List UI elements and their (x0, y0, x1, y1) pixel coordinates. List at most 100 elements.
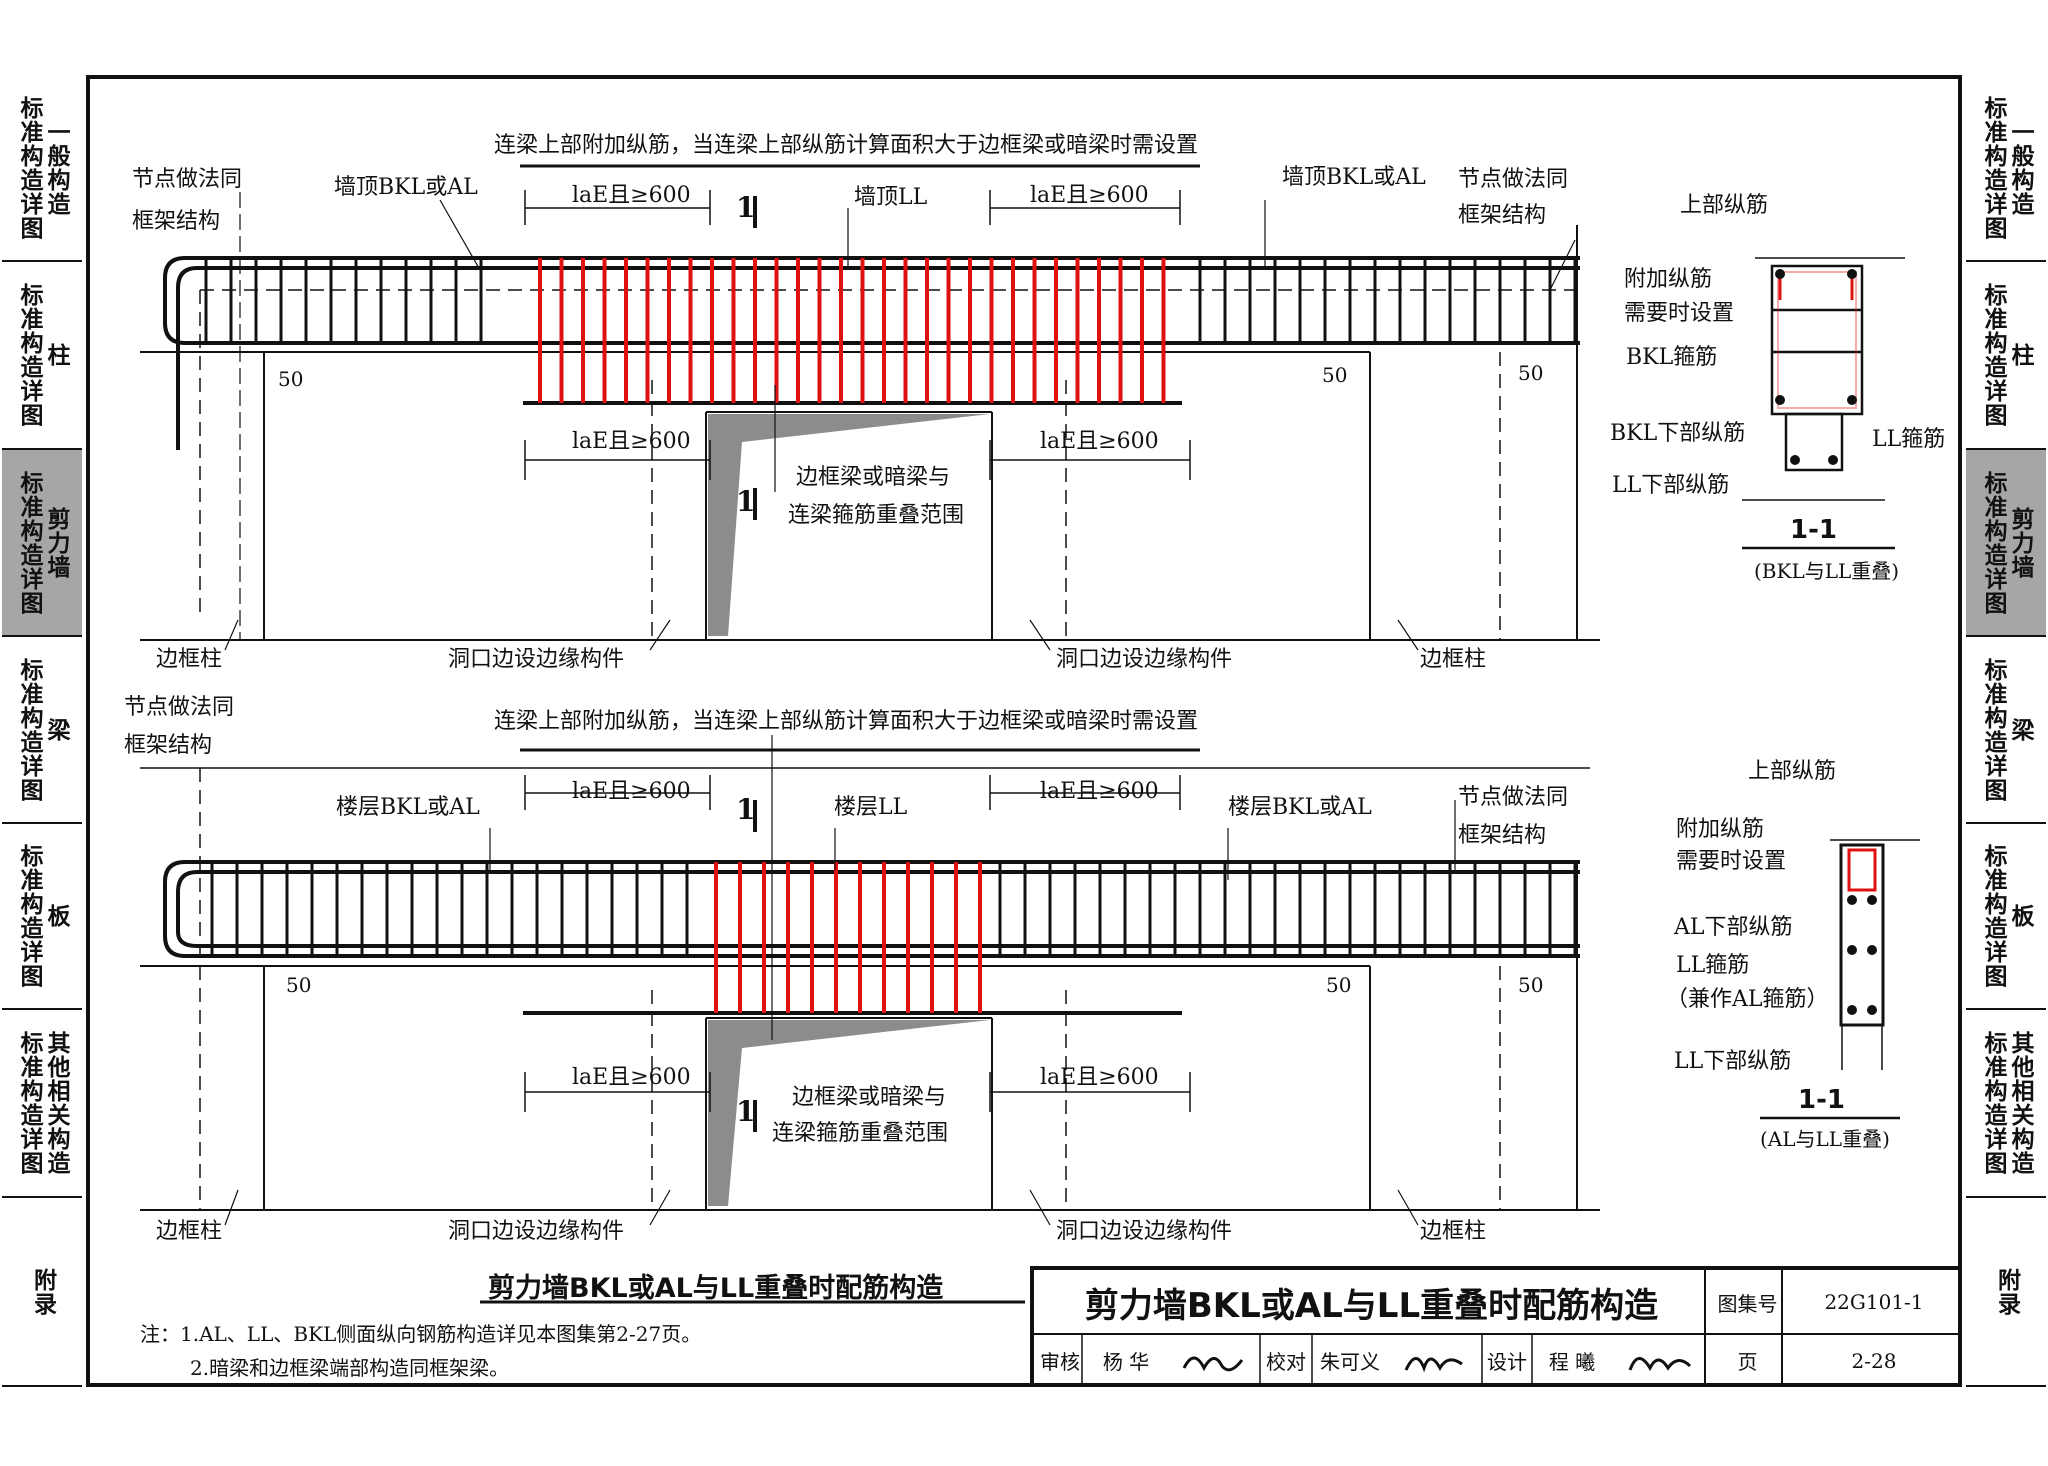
bot-overlap-1: 边框梁或暗梁与 (792, 1085, 947, 1110)
sec-bot-title: 1-1 (1798, 1085, 1845, 1115)
bot-beam-center: 楼层LL (834, 795, 908, 820)
top-beam-left: 墙顶BKL或AL (334, 175, 478, 200)
title-block-grid (1081, 1334, 1692, 1387)
title-block-title: 剪力墙BKL或AL与LL重叠时配筋构造 (1084, 1285, 1659, 1326)
top-dim-50-mid: 50 (1322, 363, 1348, 387)
top-opening-left: 洞口边设边缘构件 (448, 647, 625, 672)
bot-col-right: 边框柱 (1420, 1219, 1487, 1244)
top-node-left-2: 框架结构 (132, 209, 221, 234)
sidebar-tab-title: 梁 (43, 717, 69, 742)
sec-top-title: 1-1 (1790, 515, 1837, 545)
sec-bot-top-bars: 上部纵筋 (1748, 759, 1837, 784)
top-node-right-1: 节点做法同 (1458, 167, 1569, 192)
bot-opening-right: 洞口边设边缘构件 (1056, 1219, 1233, 1244)
bot-node-right-2: 框架结构 (1458, 823, 1547, 848)
sidebar-tab-left-3[interactable]: 标准构造详图梁 (2, 637, 82, 824)
sidebar-tab-title: 附录 (29, 1267, 56, 1316)
design-name: 程 曦 (1548, 1350, 1596, 1374)
review-label: 审核 (1040, 1350, 1080, 1374)
top-beam-center: 墙顶LL (854, 185, 928, 210)
sidebar-tab-left-5[interactable]: 标准构造详图其他相关构造 (2, 1010, 82, 1198)
top-col-left: 边框柱 (156, 647, 223, 672)
sidebar-tab-left-4[interactable]: 标准构造详图板 (2, 824, 82, 1010)
section-1-1-bottom (1760, 839, 1920, 1120)
top-node-right-2: 框架结构 (1458, 203, 1547, 228)
sec-top-ll-bottom: LL下部纵筋 (1612, 473, 1730, 498)
sec-top-subtitle: (BKL与LL重叠) (1754, 559, 1900, 583)
sidebar-tab-title: 其他相关构造 (2007, 1031, 2033, 1175)
sidebar-tab-prefix: 标准构造详图 (1980, 470, 2006, 615)
design-signature-icon (1628, 1357, 1692, 1372)
check-name: 朱可义 (1320, 1350, 1380, 1374)
sidebar-tab-left-1[interactable]: 标准构造详图柱 (2, 262, 82, 450)
bot-opening-left: 洞口边设边缘构件 (448, 1219, 625, 1244)
sec-bot-ll-bottom: LL下部纵筋 (1674, 1049, 1792, 1074)
bot-dim-50-right: 50 (1518, 973, 1544, 997)
sidebar-tab-title: 剪力墙 (43, 506, 69, 579)
sidebar-tab-prefix: 标准构造详图 (16, 95, 42, 240)
top-anchor-dim-4: laE且≥600 (1040, 429, 1159, 454)
sidebar-tab-prefix: 标准构造详图 (1980, 844, 2006, 988)
sidebar-tab-right-1[interactable]: 标准构造详图柱 (1966, 262, 2046, 450)
sidebar-tab-left-6[interactable]: 附录 (2, 1198, 82, 1387)
sidebar-tab-left-0[interactable]: 标准构造详图一般构造 (2, 75, 82, 262)
review-name: 杨 华 (1102, 1350, 1150, 1374)
bot-section-mark-1: 1 (736, 793, 756, 826)
bot-node-right-1: 节点做法同 (1458, 785, 1569, 810)
sidebar-tab-prefix: 标准构造详图 (1980, 283, 2006, 427)
sidebar-tab-title: 其他相关构造 (43, 1031, 69, 1175)
ll-stirrups-highlight (538, 258, 1166, 403)
sec-bot-ll-stirrup-note: （兼作AL箍筋） (1666, 987, 1829, 1012)
sidebar-tab-right-3[interactable]: 标准构造详图梁 (1966, 637, 2046, 824)
sidebar-tab-title: 板 (2007, 904, 2033, 928)
atlas-no: 22G101-1 (1824, 1290, 1924, 1314)
sidebar-tab-title: 柱 (2007, 343, 2033, 367)
sidebar-tab-title: 梁 (2007, 717, 2033, 742)
sidebar-tab-prefix: 标准构造详图 (16, 283, 42, 427)
sec-bot-extra-2: 需要时设置 (1676, 849, 1787, 874)
sidebar-tab-prefix: 标准构造详图 (16, 1031, 42, 1175)
sec-bot-extra-1: 附加纵筋 (1676, 817, 1765, 842)
title-block: 剪力墙BKL或AL与LL重叠时配筋构造 图集号 22G101-1 审核 杨 华 … (1030, 1266, 1962, 1387)
sidebar-tab-title: 剪力墙 (2007, 506, 2033, 579)
bot-anchor-dim-1: laE且≥600 (572, 779, 691, 804)
note-2: 2.暗梁和边框梁端部构造同框架梁。 (190, 1356, 510, 1380)
bot-dim-50-mid: 50 (1326, 973, 1352, 997)
sidebar-tab-right-5[interactable]: 标准构造详图其他相关构造 (1966, 1010, 2046, 1198)
top-anchor-dim-3: laE且≥600 (572, 429, 691, 454)
page-label: 页 (1737, 1350, 1758, 1374)
review-signature-icon (1182, 1356, 1244, 1372)
sidebar-tab-prefix: 标准构造详图 (16, 844, 42, 988)
bot-anchor-dim-4: laE且≥600 (1040, 1065, 1159, 1090)
bot-header-note: 连梁上部附加纵筋，当连梁上部纵筋计算面积大于边框梁或暗梁时需设置 (494, 709, 1199, 734)
top-node-left-1: 节点做法同 (132, 167, 243, 192)
bot-overlap-2: 连梁箍筋重叠范围 (772, 1121, 949, 1146)
sidebar-tab-left-2[interactable]: 标准构造详图剪力墙 (2, 450, 82, 637)
bot-dim-50-left: 50 (286, 973, 312, 997)
sidebar-tab-right-4[interactable]: 标准构造详图板 (1966, 824, 2046, 1010)
bot-col-left: 边框柱 (156, 1219, 223, 1244)
top-section-mark-1: 1 (736, 191, 756, 224)
sec-top-ll-stirrup: LL箍筋 (1872, 427, 1946, 452)
top-beam-right: 墙顶BKL或AL (1282, 165, 1426, 190)
sec-bot-ll-stirrup: LL箍筋 (1676, 953, 1750, 978)
sec-top-bkl-bottom: BKL下部纵筋 (1610, 421, 1746, 446)
sidebar-tab-right-6[interactable]: 附录 (1966, 1198, 2046, 1387)
sidebar-tab-prefix: 标准构造详图 (16, 657, 42, 802)
top-detail (140, 164, 1600, 651)
top-col-right: 边框柱 (1420, 647, 1487, 672)
sidebar-tab-prefix: 标准构造详图 (1980, 657, 2006, 802)
sidebar-tab-right-2[interactable]: 标准构造详图剪力墙 (1966, 450, 2046, 637)
sidebar-tab-title: 柱 (43, 343, 69, 367)
sidebar-tab-right-0[interactable]: 标准构造详图一般构造 (1966, 75, 2046, 262)
top-anchor-dim-1: laE且≥600 (572, 183, 691, 208)
top-overlap-2: 连梁箍筋重叠范围 (788, 503, 965, 528)
sec-top-extra-2: 需要时设置 (1624, 301, 1735, 326)
sidebar-tab-prefix: 标准构造详图 (16, 470, 42, 615)
drawing-frame (86, 75, 1962, 1387)
check-label: 校对 (1266, 1350, 1306, 1374)
sec-top-bkl-stirrup: BKL箍筋 (1626, 345, 1718, 370)
sidebar-tab-title: 一般构造 (43, 119, 69, 216)
sidebar-tab-title: 板 (43, 904, 69, 928)
sec-top-top-bars: 上部纵筋 (1680, 193, 1769, 218)
